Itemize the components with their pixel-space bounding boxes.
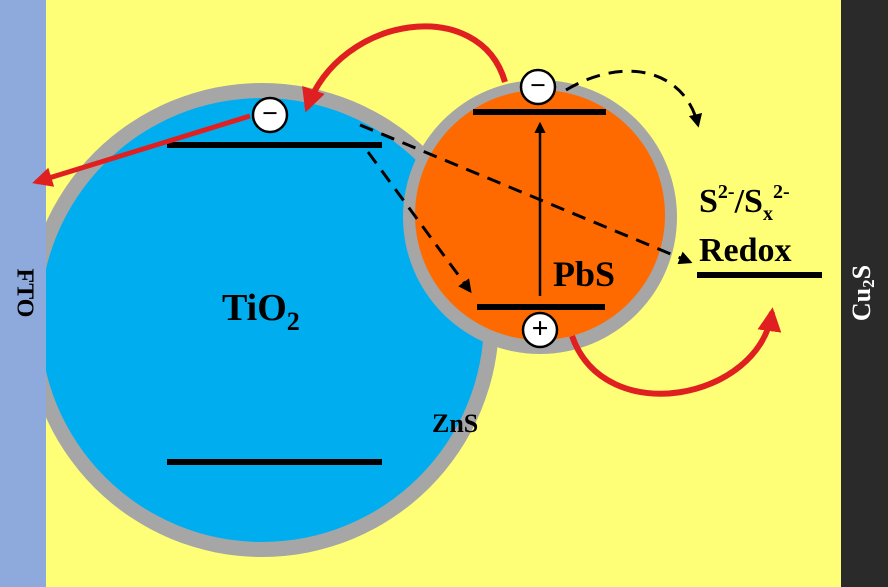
svg-text:−: − — [530, 70, 546, 101]
cu2s-electrode — [841, 0, 888, 587]
tio2-label: TiO2 — [222, 287, 300, 336]
fto-electrode — [0, 0, 46, 587]
svg-text:−: − — [262, 98, 278, 129]
tio2-to-pbs-hole-recombination-arrow — [366, 151, 472, 294]
tio2-to-redox-recombination-arrow — [359, 123, 693, 265]
zns-label: ZnS — [432, 409, 478, 438]
pbs-hole-symbol: + — [521, 311, 559, 349]
cu2s-label: Cu2S — [847, 265, 878, 321]
redox-couple-label: S2-/Sx2- — [699, 181, 790, 225]
svg-text:+: + — [531, 312, 548, 345]
pbs-electron-to-electrolyte-arrow — [565, 69, 703, 128]
hole-to-redox-transfer-arrow — [569, 307, 782, 397]
tio2-particle — [46, 98, 484, 542]
fto-label: FTO — [11, 269, 37, 318]
redox-label: Redox — [699, 232, 792, 269]
tio2-electron-symbol: − — [251, 96, 289, 134]
pbs-electron-symbol: − — [519, 68, 557, 106]
pbs-to-tio2-electron-injection-arrow — [302, 23, 508, 113]
tio2-to-fto-electron-transport-arrow — [32, 113, 251, 187]
pbs-label: PbS — [553, 254, 615, 294]
